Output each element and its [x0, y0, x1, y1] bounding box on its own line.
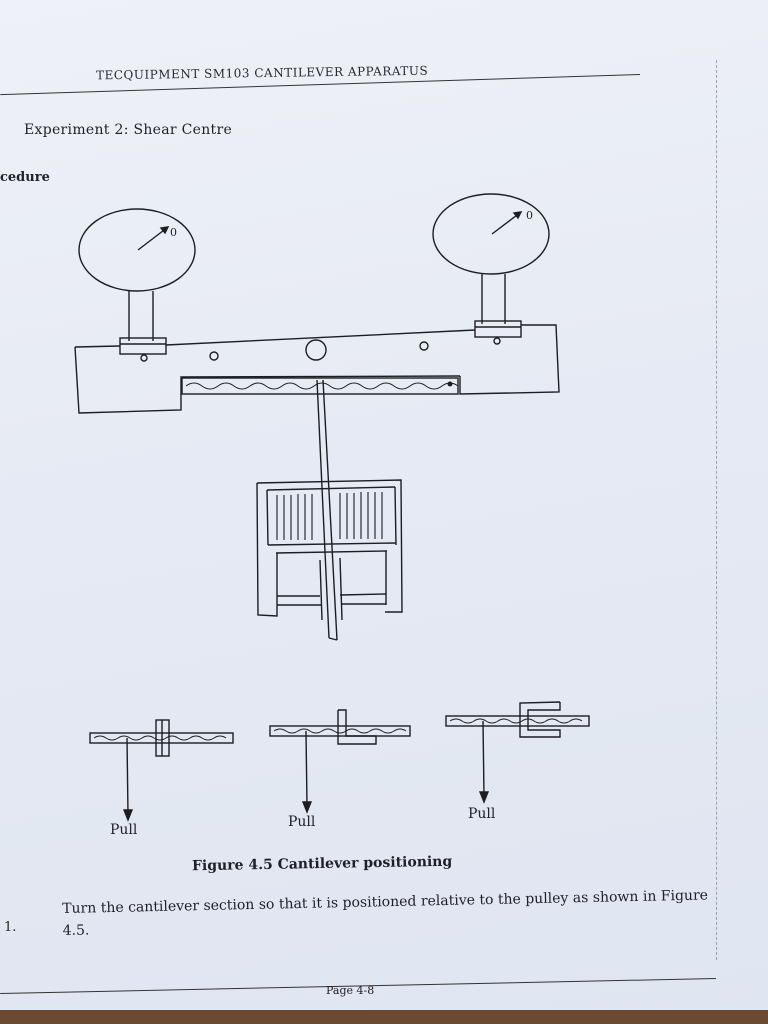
step-number: 1. — [4, 920, 17, 935]
page-margin-line — [716, 60, 718, 960]
pull-label-3: Pull — [468, 806, 496, 822]
experiment-title: Experiment 2: Shear Centre — [24, 122, 233, 138]
weight-hanger — [256, 479, 403, 621]
cantilever-rod — [316, 379, 338, 641]
cantilever-position-2 — [269, 709, 411, 814]
left-dial-gauge — [78, 208, 196, 362]
page-number: Page 4-8 — [326, 984, 375, 997]
right-dial-gauge — [432, 193, 550, 345]
right-gauge-reading: 0 — [526, 209, 533, 222]
pull-label-1: Pull — [110, 822, 138, 838]
cantilever-position-3 — [445, 701, 590, 804]
table-surface — [0, 1010, 768, 1024]
left-gauge-reading: 0 — [170, 226, 177, 239]
procedure-heading: cedure — [0, 170, 50, 185]
apparatus-frame — [74, 324, 560, 414]
pull-label-2: Pull — [288, 814, 316, 830]
cantilever-position-1 — [89, 719, 234, 822]
